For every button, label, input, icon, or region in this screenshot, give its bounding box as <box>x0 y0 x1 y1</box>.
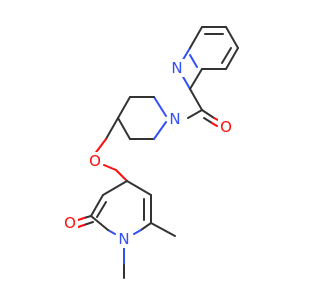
bond <box>211 122 218 127</box>
atom-label-pyridine-n: N <box>171 59 182 77</box>
molecule-structure: N O N O N O <box>62 26 239 279</box>
bond <box>90 194 104 217</box>
bond <box>225 47 239 70</box>
bond <box>189 68 203 90</box>
structure-canvas: N O N O N O <box>62 26 239 279</box>
bond <box>153 121 167 140</box>
double-bond-inner <box>221 47 232 64</box>
bond <box>117 96 131 119</box>
label-bg <box>167 110 183 128</box>
bond <box>201 109 215 119</box>
label-bg <box>87 152 103 170</box>
bond <box>102 180 128 196</box>
bond <box>140 222 152 231</box>
bond <box>189 88 203 111</box>
bond <box>133 229 142 235</box>
double-bond-inner <box>96 201 107 218</box>
methyl-bond <box>150 222 176 237</box>
atom-label-pyridone-o: O <box>64 214 76 232</box>
label-bg <box>218 118 234 136</box>
bond <box>126 180 152 196</box>
piperidine-ring <box>117 96 167 140</box>
bond <box>77 224 85 228</box>
bond <box>105 117 119 140</box>
atom-label-ether-o: O <box>89 152 101 170</box>
atom-label-pyridone-n: N <box>118 230 129 248</box>
bond <box>189 26 203 49</box>
bond <box>103 164 117 171</box>
atom-labels: N O N O N O <box>62 59 234 248</box>
atom-label-piperidine-n: N <box>169 110 180 128</box>
carbonyl-group <box>187 88 221 127</box>
double-bond-inner <box>189 54 198 68</box>
bond <box>107 229 116 235</box>
bond <box>90 215 109 231</box>
bond <box>203 117 213 124</box>
bond <box>77 217 85 221</box>
label-bg <box>169 59 185 77</box>
bond <box>83 221 94 226</box>
bond <box>225 26 239 49</box>
label-bg <box>116 230 132 248</box>
label-bg <box>62 214 78 232</box>
pyridine-ring <box>177 26 239 90</box>
bond <box>115 169 128 182</box>
bond <box>153 96 167 117</box>
bond <box>117 117 131 140</box>
bond <box>83 215 92 219</box>
bond <box>187 109 203 119</box>
ether-link <box>93 117 128 182</box>
atom-label-carbonyl-o: O <box>220 118 232 136</box>
pyridone-ring <box>77 180 176 279</box>
